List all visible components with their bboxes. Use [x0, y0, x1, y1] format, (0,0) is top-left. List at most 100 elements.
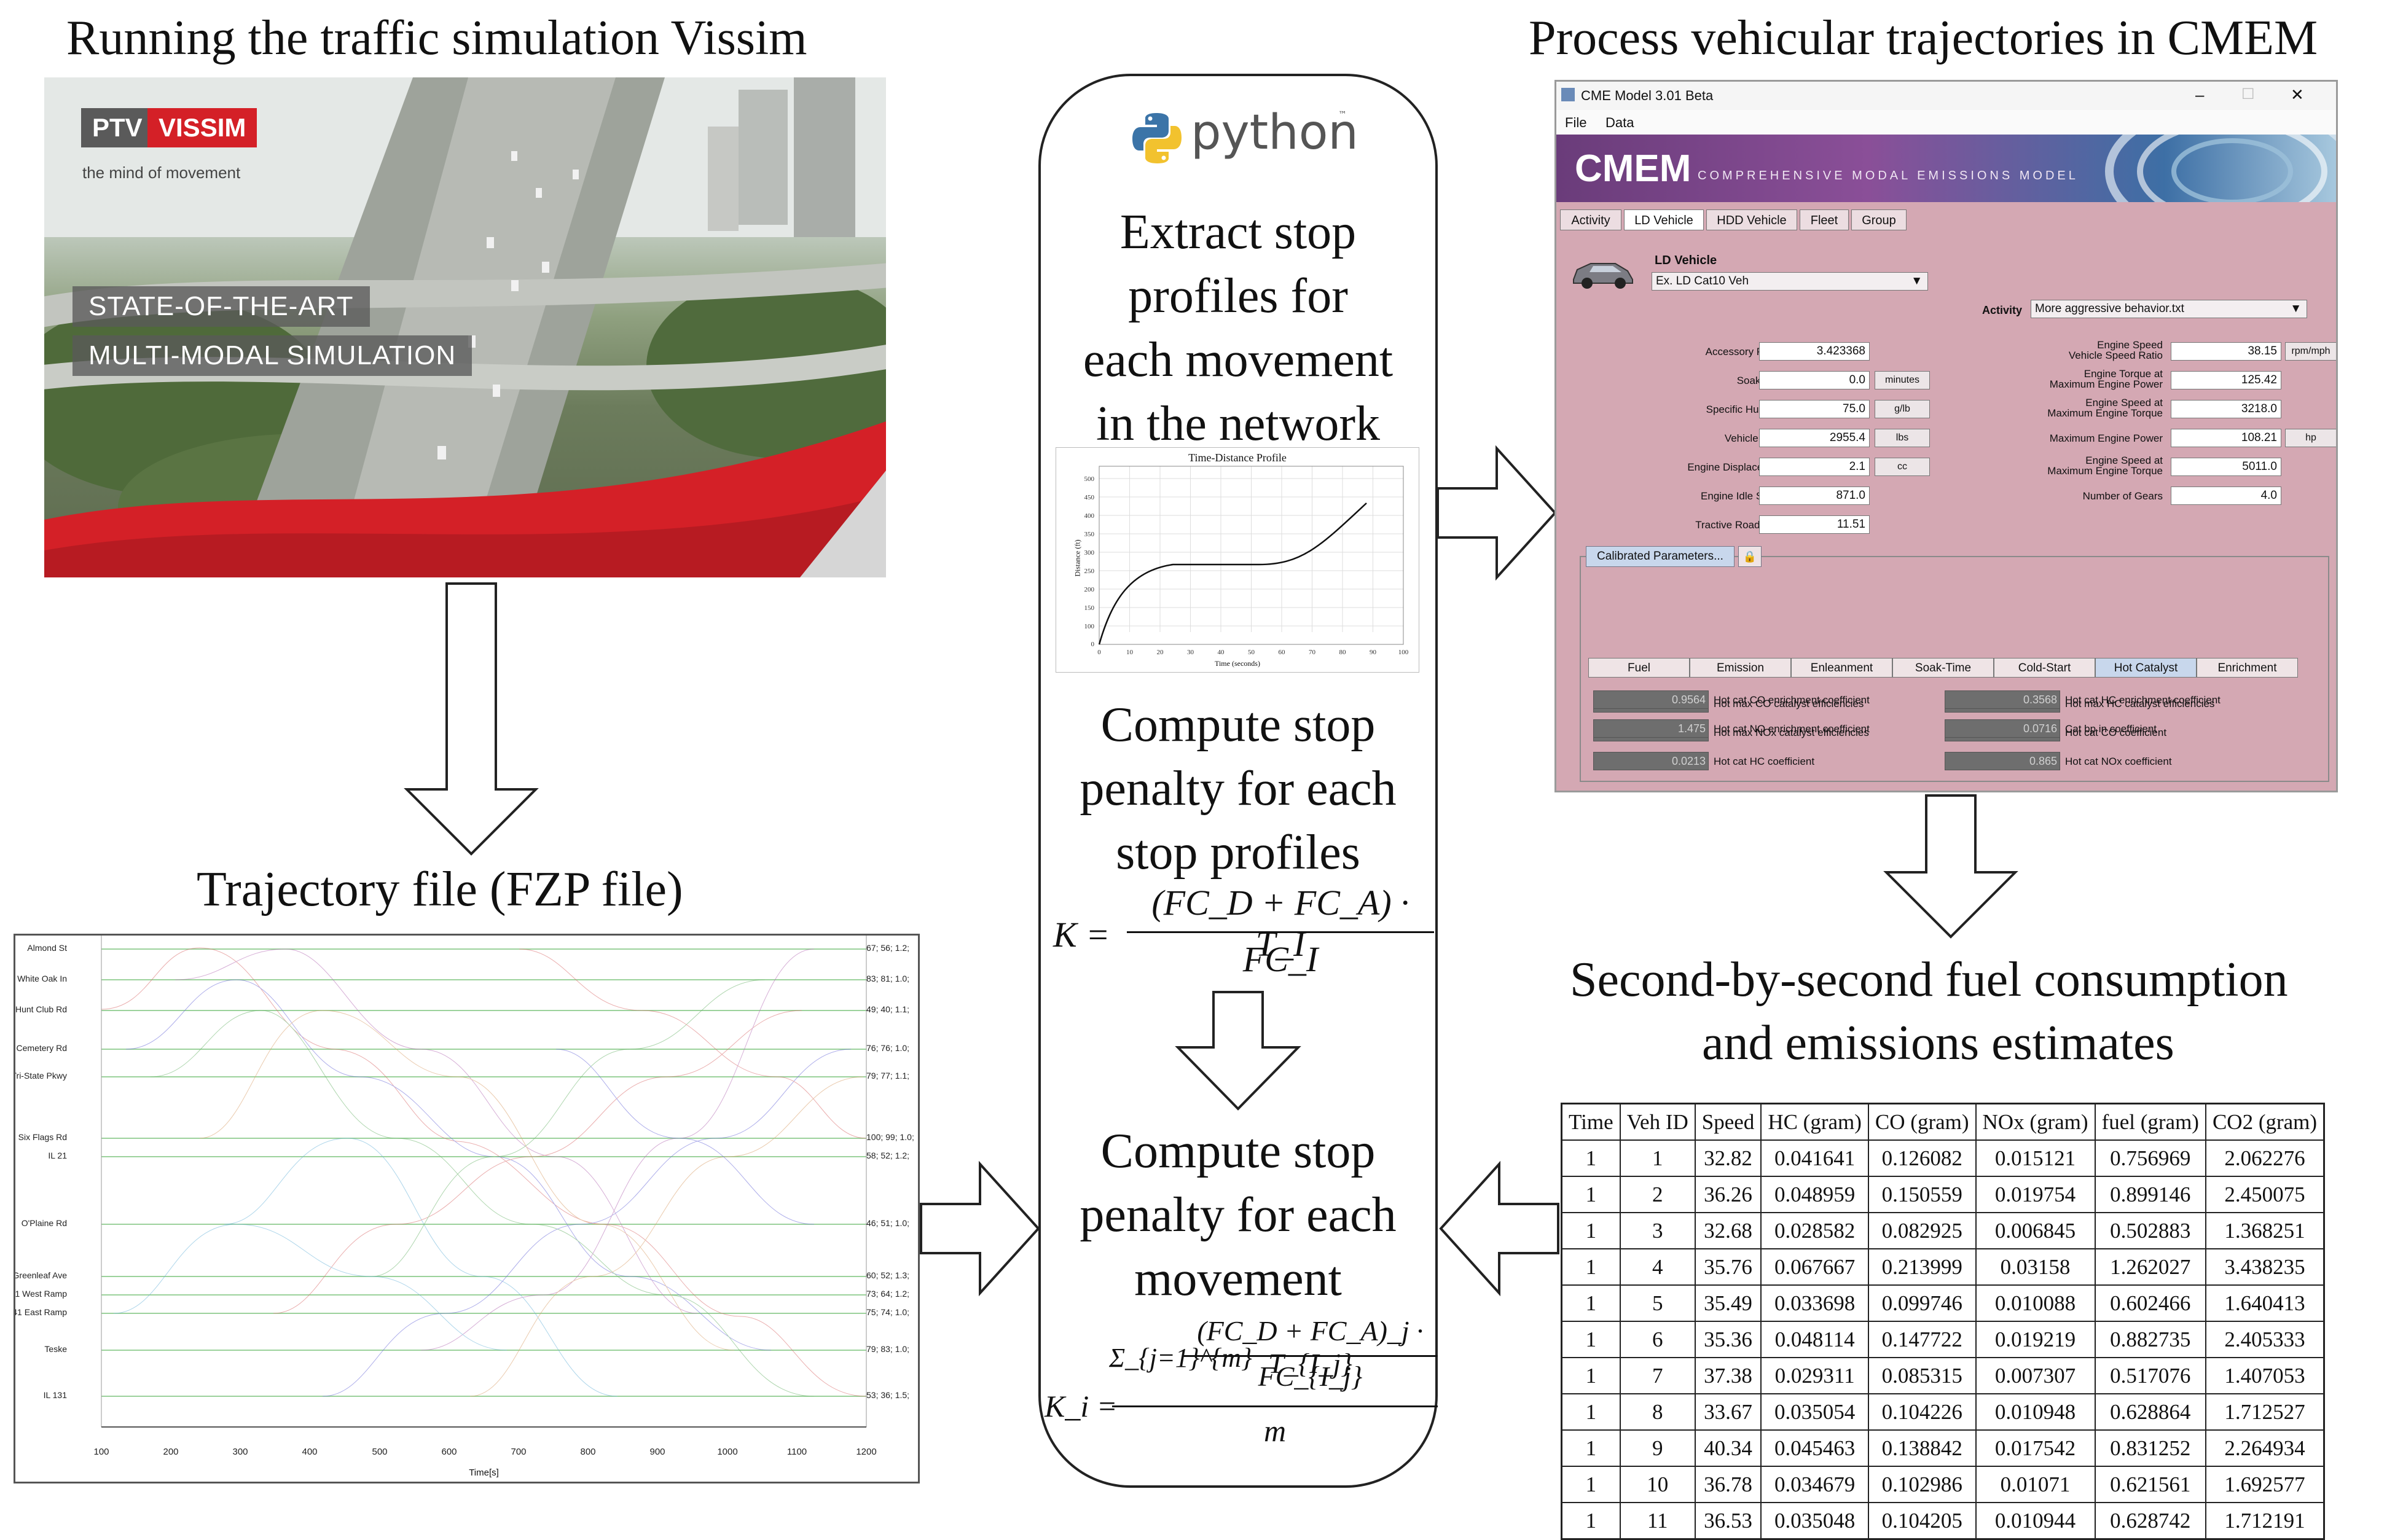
table-cell: 10: [1619, 1466, 1696, 1503]
table-cell: 1.640413: [2205, 1284, 2325, 1322]
param-vehicle-mass[interactable]: 2955.4: [1759, 429, 1870, 447]
param-specific-humidity[interactable]: 75.0: [1759, 400, 1870, 418]
table-cell: 11: [1619, 1502, 1696, 1540]
calibrated-parameters-button[interactable]: Calibrated Parameters...: [1586, 546, 1735, 567]
fzp-x-tick: 1000: [717, 1447, 738, 1457]
param-engine-speed-ratio[interactable]: 38.15: [2171, 342, 2281, 361]
catalyst-label: Hot max NOx catalyst efficiencies: [1714, 727, 1869, 738]
unit-button[interactable]: cc: [1875, 458, 1930, 476]
svg-text:60: 60: [1279, 649, 1286, 656]
formula1-lhs: K =: [1053, 915, 1110, 955]
param-engine-speed-max-torque[interactable]: 3218.0: [2171, 400, 2281, 418]
param-number-of-gears[interactable]: 4.0: [2171, 487, 2281, 505]
param-engine-displacement[interactable]: 2.1: [1759, 458, 1870, 476]
fzp-x-tick: 100: [93, 1447, 109, 1457]
fzp-left-label: O'Plaine Rd: [21, 1218, 67, 1228]
fzp-right-label: 83; 81; 1.0;: [866, 974, 910, 983]
step-extract-profiles: Extract stop profiles for each movement …: [1038, 200, 1438, 456]
param-engine-torque[interactable]: 125.42: [2171, 371, 2281, 389]
svg-text:100: 100: [1084, 623, 1095, 630]
tab-activity[interactable]: Activity: [1560, 209, 1621, 230]
formula2-lhs: K_i =: [1045, 1389, 1118, 1423]
tab-emission[interactable]: Emission: [1690, 658, 1791, 678]
table-cell: 4: [1619, 1248, 1696, 1286]
fzp-left-label: Almond St: [27, 943, 67, 953]
param-tractive-road-load[interactable]: 11.51: [1759, 515, 1870, 534]
table-cell: 32.68: [1694, 1212, 1762, 1249]
down-arrow-python: [1175, 991, 1301, 1111]
tab-fuel[interactable]: Fuel: [1588, 658, 1690, 678]
tab-soak-time[interactable]: Soak-Time: [1892, 658, 1994, 678]
catalyst-value: 0.9564: [1593, 690, 1709, 709]
table-cell: 0.041641: [1760, 1139, 1869, 1177]
table-cell: 1: [1561, 1502, 1621, 1540]
param-label-line: Maximum Engine Torque: [2047, 407, 2163, 419]
fzp-left-label: White Oak In: [17, 974, 67, 983]
unit-button[interactable]: minutes: [1875, 371, 1930, 389]
table-cell: 7: [1619, 1357, 1696, 1394]
step3-line3: movement: [1134, 1252, 1342, 1306]
step-compute-movement-penalty: Compute stop penalty for each movement: [1038, 1119, 1438, 1311]
catalyst-label: Hot max CO catalyst efficiencies: [1714, 698, 1864, 709]
table-cell: 0.035048: [1760, 1502, 1869, 1540]
tab-group[interactable]: Group: [1851, 209, 1907, 230]
table-cell: 1: [1561, 1212, 1621, 1249]
fzp-left-label: US 41 East Ramp: [15, 1307, 67, 1317]
unit-button[interactable]: g/lb: [1875, 400, 1930, 418]
tab-enrichment[interactable]: Enrichment: [2197, 658, 2298, 678]
python-icon: [1132, 113, 1182, 163]
vehicle-select[interactable]: Ex. LD Cat10 Veh ▼: [1652, 272, 1928, 291]
python-process-column: [1038, 74, 1438, 1488]
unit-button[interactable]: rpm/mph: [2285, 342, 2336, 361]
step2-line1: Compute stop: [1100, 698, 1376, 752]
param-soak-time[interactable]: 0.0: [1759, 371, 1870, 389]
menu-data[interactable]: Data: [1605, 115, 1634, 130]
param-accessory-power[interactable]: 3.423368: [1759, 342, 1870, 361]
minimize-button[interactable]: –: [2195, 85, 2205, 104]
table-cell: 3.438235: [2205, 1248, 2325, 1286]
param-max-engine-power[interactable]: 108.21: [2171, 429, 2281, 447]
vissim-band-1: STATE-OF-THE-ART: [73, 286, 370, 327]
maximize-button[interactable]: ☐: [2241, 86, 2255, 103]
table-cell: 0.048114: [1760, 1321, 1869, 1358]
unit-button[interactable]: hp: [2285, 429, 2336, 447]
cmem-banner: CMEM COMPREHENSIVE MODAL EMISSIONS MODEL: [1556, 135, 2336, 202]
fzp-right-label: 49; 40; 1.1;: [866, 1004, 910, 1014]
param-label: Engine Speed at Maximum Engine Torque: [2047, 397, 2163, 418]
emissions-table: Time Veh ID Speed HC (gram) CO (gram) NO…: [1561, 1103, 2326, 1540]
formula2-sum: Σ_{j=1}^{m}: [1109, 1343, 1252, 1373]
svg-text:10: 10: [1126, 649, 1134, 656]
param-engine-speed-max-torque-2[interactable]: 5011.0: [2171, 458, 2281, 476]
tab-enleanment[interactable]: Enleanment: [1791, 658, 1892, 678]
svg-text:300: 300: [1084, 549, 1095, 557]
fzp-x-tick: 200: [163, 1447, 179, 1457]
menu-file[interactable]: File: [1565, 115, 1587, 130]
tab-hdd-vehicle[interactable]: HDD Vehicle: [1706, 209, 1797, 230]
lock-icon[interactable]: 🔒: [1738, 546, 1762, 567]
tab-fleet[interactable]: Fleet: [1800, 209, 1849, 230]
tab-ld-vehicle[interactable]: LD Vehicle: [1624, 209, 1704, 230]
param-label: Engine Speed at Maximum Engine Torque: [2047, 455, 2163, 476]
activity-select[interactable]: More aggressive behavior.txt ▼: [2031, 300, 2307, 318]
param-engine-idle-speed[interactable]: 871.0: [1759, 487, 1870, 505]
vissim-heading: Running the traffic simulation Vissim: [66, 11, 807, 65]
close-button[interactable]: ✕: [2291, 85, 2304, 104]
table-cell: 32.82: [1694, 1139, 1762, 1177]
table-cell: 36.78: [1694, 1466, 1762, 1503]
step1-line2: profiles for: [1128, 269, 1348, 323]
table-cell: 0.099746: [1867, 1284, 1977, 1322]
catalyst-label: Hot cat HC coefficient: [1714, 756, 1815, 767]
unit-button[interactable]: lbs: [1875, 429, 1930, 447]
tab-hot-catalyst[interactable]: Hot Catalyst: [2095, 658, 2197, 678]
table-cell: 0.029311: [1760, 1357, 1869, 1394]
table-cell: 0.006845: [1975, 1212, 2096, 1249]
table-cell: 1.368251: [2205, 1212, 2325, 1249]
tab-cold-start[interactable]: Cold-Start: [1994, 658, 2095, 678]
vissim-photo: PTV VISSIM the mind of movement STATE-OF…: [44, 77, 886, 577]
step-compute-profile-penalty: Compute stop penalty for each stop profi…: [1038, 693, 1438, 885]
